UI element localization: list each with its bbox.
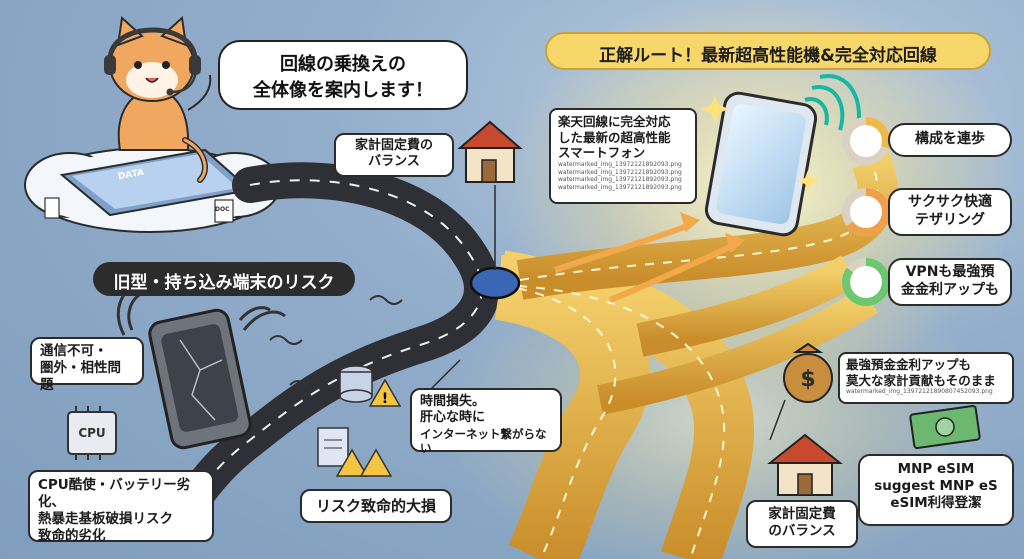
svg-text:$: $ — [800, 367, 815, 392]
mnp-line-2: suggest MNP eS — [874, 477, 998, 494]
risk-cpu-label: CPU酷使・バッテリー劣化、 熱暴走基板破損リスク 致命的劣化 — [28, 470, 214, 544]
house-top-label: 家計固定費の バランス — [334, 133, 454, 177]
house-icon-bottom — [767, 433, 843, 496]
correct-route-title: 正解ルート！最新超高性能機&完全対応回線 — [545, 32, 991, 70]
progress-ring-icon — [842, 258, 890, 306]
database-warning-icon: ! — [339, 365, 402, 407]
smartphone-label: 楽天回線に完全対応 した最新の超高性能 スマートフォン watermarked_… — [549, 108, 697, 204]
mnp-line-3: eSIM利得登潔 — [890, 494, 982, 511]
progress-ring-icon — [842, 117, 890, 165]
speech-bubble: 回線の乗換えの 全体像を案内します！ — [218, 40, 468, 110]
sparkle-icon — [701, 95, 729, 123]
benefit-3-line-1: VPNも最強預 — [905, 264, 995, 280]
risk-fatal-text: リスク致命的大損 — [315, 497, 436, 515]
headset-icon — [107, 27, 198, 61]
benefit-label-3: VPNも最強預 金金利アップも — [888, 258, 1012, 306]
risk-time-line-1: 時間損失。 — [420, 394, 486, 409]
savings-label: 最強預金金利アップも 莫大な家計貢献もそのまま watermarked_img_… — [838, 352, 1014, 404]
benefit-1-line-1: 構成を連歩 — [915, 131, 985, 147]
house-icon-top — [457, 120, 523, 183]
risk-time-line-2: 肝心な時に — [420, 410, 486, 426]
risk-time-label: 時間損失。 肝心な時に インターネット繋がらない — [410, 388, 562, 455]
watermark-text: watermarked_img_13972121892093.png — [558, 184, 682, 192]
risk-cpu-line-2: 熱暴走基板破損リスク — [38, 510, 173, 527]
old-risk-title: 旧型・持ち込み端末のリスク — [93, 262, 355, 296]
speech-line-2: 全体像を案内します！ — [253, 80, 433, 101]
watermark-text: watermarked_img_13972121890807452093.png — [846, 388, 993, 396]
mnp-line-1: MNP eSIM — [897, 461, 975, 477]
mnp-label: MNP eSIM suggest MNP eS eSIM利得登潔 — [858, 454, 1014, 526]
benefit-2-line-1: サクサク快適 — [908, 194, 992, 210]
money-bag-icon: $ — [783, 342, 833, 403]
cpu-chip-icon — [67, 406, 117, 460]
doc-label: DOC — [215, 206, 230, 213]
arrow-to-phone-2 — [608, 242, 737, 303]
risk-signal-line-2: 圏外・相性問題 — [40, 359, 121, 393]
smartphone-label-line-2: した最新の超高性能 — [558, 129, 671, 145]
old-cracked-phone-icon — [116, 281, 286, 450]
arrow-to-phone-1 — [554, 222, 692, 273]
signal-waves-icon — [804, 97, 829, 126]
benefit-label-1: 構成を連歩 — [888, 123, 1012, 157]
progress-ring-fill — [842, 258, 890, 306]
watermark-text: watermarked_img_13972121892093.png — [558, 160, 682, 168]
house-bottom-label: 家計固定費 のバランス — [746, 500, 858, 548]
junction-marker — [469, 266, 521, 300]
risk-signal-line-1: 通信不可・ — [40, 343, 108, 359]
progress-ring-fill — [842, 188, 890, 236]
correct-route-title-text: 正解ルート！最新超高性能機&完全対応回線 — [599, 46, 937, 66]
progress-ring-fill — [842, 117, 890, 165]
benefit-3-line-2: 金金利アップも — [901, 281, 999, 298]
new-smartphone-icon — [701, 74, 861, 237]
risk-fatal-label: リスク致命的大損 — [300, 489, 452, 523]
benefit-label-2: サクサク快適 テザリング — [888, 188, 1012, 236]
benefit-2-line-2: テザリング — [915, 211, 985, 228]
watermark-text: watermarked_img_13972121892093.png — [558, 176, 682, 184]
risk-signal-label: 通信不可・ 圏外・相性問題 — [30, 337, 144, 393]
house-top-label-line-1: 家計固定費の — [354, 138, 433, 153]
risk-cpu-line-1: CPU酷使・バッテリー劣化、 — [38, 477, 191, 510]
cat-mascot — [104, 16, 212, 183]
cash-bills-icon — [909, 404, 981, 450]
risk-time-line-3: インターネット繋がらない — [420, 426, 547, 455]
house-bottom-line-2: のバランス — [768, 522, 836, 539]
document-warning-icon — [317, 427, 393, 477]
house-bottom-line-1: 家計固定費 — [768, 506, 836, 522]
savings-line-1: 最強預金金利アップも — [846, 357, 972, 372]
progress-ring-icon — [842, 188, 890, 236]
smartphone-label-line-3: スマートフォン — [558, 145, 646, 161]
cpu-chip-label: CPU — [78, 426, 106, 440]
smartphone-label-line-1: 楽天回線に完全対応 — [558, 114, 671, 129]
svg-text:!: ! — [382, 391, 388, 407]
savings-line-2: 莫大な家計貢献もそのまま — [846, 372, 996, 388]
house-top-label-line-2: バランス — [368, 154, 420, 170]
old-risk-title-text: 旧型・持ち込み端末のリスク — [113, 273, 335, 293]
watermark-text: watermarked_img_13972121892093.png — [558, 168, 682, 176]
speech-line-1: 回線の乗換えの — [280, 54, 406, 75]
risk-cpu-line-3: 致命的劣化 — [38, 527, 106, 544]
